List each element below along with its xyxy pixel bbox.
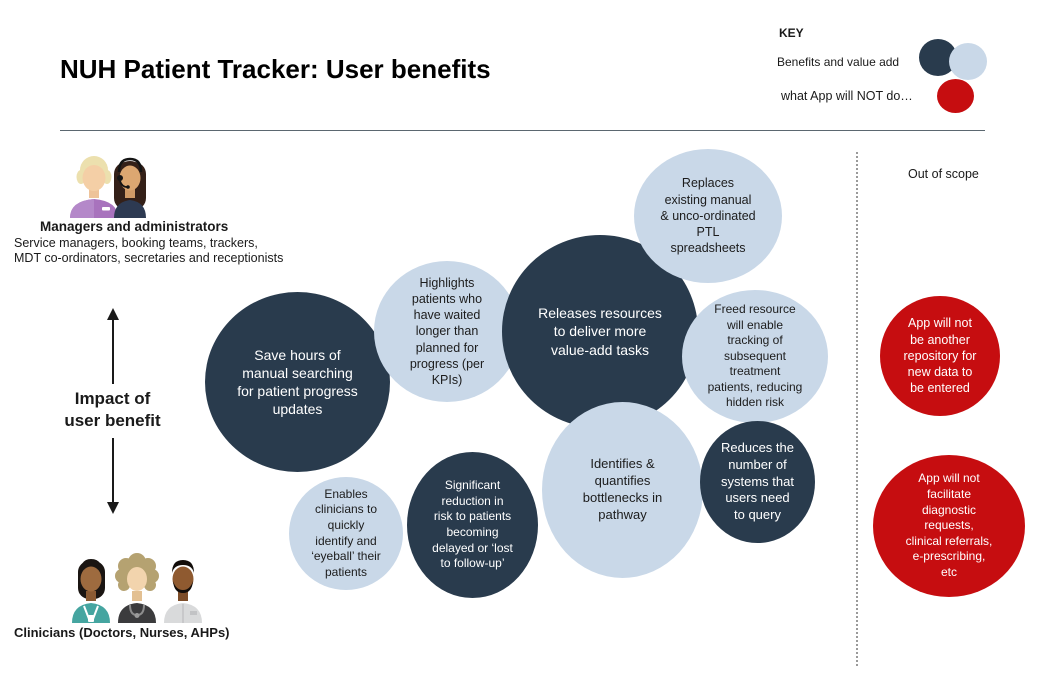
- managers-group-line2: MDT co-ordinators, secretaries and recep…: [14, 251, 284, 265]
- bubble-save-hours: Save hours of manual searching for patie…: [205, 292, 390, 472]
- bubble-not-repository: App will not be another repository for n…: [880, 296, 1000, 416]
- bubble-enables-clinicians: Enables clinicians to quickly identify a…: [289, 477, 403, 590]
- bubble-not-facilitate: App will not facilitate diagnostic reque…: [873, 455, 1025, 597]
- key-not-do-label: what App will NOT do…: [781, 89, 913, 103]
- page-title: NUH Patient Tracker: User benefits: [60, 54, 491, 84]
- out-of-scope-divider: [856, 152, 858, 666]
- managers-group-title: Managers and administrators: [40, 219, 229, 234]
- key-benefits-label: Benefits and value add: [777, 55, 900, 69]
- impact-axis-label: Impact of user benefit: [64, 389, 161, 431]
- clinicians-group-title: Clinicians (Doctors, Nurses, AHPs): [14, 625, 230, 640]
- impact-axis-arrow-icon: [107, 308, 119, 514]
- out-of-scope-label: Out of scope: [908, 167, 979, 181]
- bubble-highlights-kpis: Highlights patients who have waited long…: [374, 261, 520, 402]
- managers-avatar-icon: [70, 156, 146, 218]
- bubble-significant-risk-reduction: Significant reduction in risk to patient…: [407, 452, 538, 598]
- key-heading: KEY: [779, 26, 804, 40]
- bubble-replaces-spreadsheets: Replaces existing manual & unco-ordinate…: [634, 149, 782, 283]
- key-light-circle-icon: [949, 43, 987, 80]
- title-divider: [60, 130, 985, 131]
- key-red-circle-icon: [937, 79, 974, 113]
- bubble-freed-resource: Freed resource will enable tracking of s…: [682, 290, 828, 423]
- managers-group-line1: Service managers, booking teams, tracker…: [14, 236, 258, 250]
- bubble-reduces-systems: Reduces the number of systems that users…: [700, 421, 815, 543]
- bubble-identifies-bottlenecks: Identifies & quantifies bottlenecks in p…: [542, 402, 703, 578]
- clinicians-avatar-icon: [72, 553, 202, 623]
